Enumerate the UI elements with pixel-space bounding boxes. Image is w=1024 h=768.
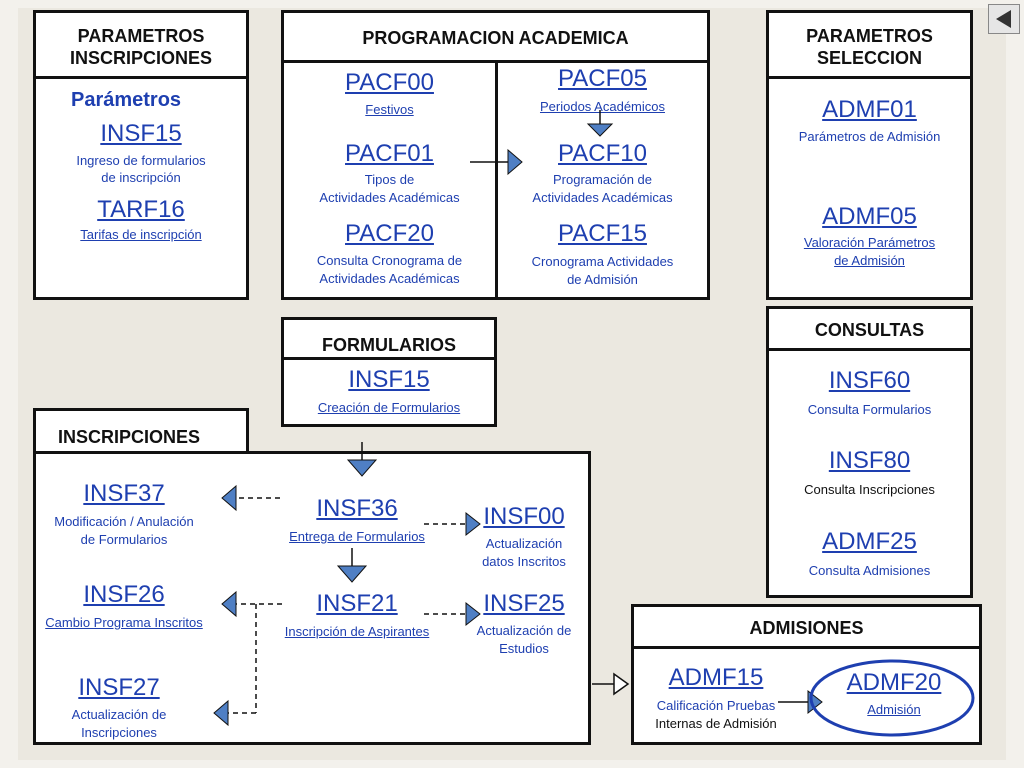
pacf05-link[interactable]: PACF05 (558, 65, 647, 92)
admf01-link[interactable]: ADMF01 (822, 96, 917, 123)
programacion-divider (495, 61, 498, 297)
pacf10-link[interactable]: PACF10 (558, 140, 647, 167)
parametros-seleccion-title: PARAMETROS SELECCION (769, 13, 970, 79)
insf37-desc-1: Modificación / Anulación (54, 514, 194, 529)
admf20-desc: Admisión (867, 702, 921, 717)
insf80-desc: Consulta Inscripciones (804, 482, 935, 497)
insf15-desc-2: de inscripción (101, 170, 181, 185)
insf36-to-insf21-arrow (336, 565, 368, 583)
insf25-desc-1: Actualización de (476, 623, 572, 638)
formularios-to-insf36-arrow (346, 459, 378, 477)
tarf16-desc: Tarifas de inscripción (80, 227, 202, 242)
pacf05-to-pacf10-arrow (586, 123, 614, 137)
admf20-highlight-ellipse (809, 659, 975, 737)
insf36-link[interactable]: INSF36 (316, 495, 398, 522)
insf37-desc-2: de Formularios (80, 532, 168, 547)
pacf00-desc: Festivos (365, 102, 414, 117)
admf20-link[interactable]: ADMF20 (846, 669, 942, 696)
pacf20-desc-2: Actividades Académicas (319, 271, 460, 286)
pacf01-desc-2: Actividades Académicas (319, 190, 460, 205)
pacf10-desc-2: Actividades Académicas (532, 190, 673, 205)
parametros-inscripciones-box: PARAMETROS INSCRIPCIONES Parámetros INSF… (33, 10, 249, 300)
back-button[interactable] (988, 4, 1020, 34)
insf00-desc-1: Actualización (485, 536, 563, 551)
admisiones-title: ADMISIONES (634, 607, 979, 649)
pacf20-link[interactable]: PACF20 (345, 220, 434, 247)
insf80-link[interactable]: INSF80 (828, 447, 911, 474)
insf27-link[interactable]: INSF27 (78, 674, 160, 701)
consultas-title: CONSULTAS (769, 309, 970, 351)
insf15-desc-1: Ingreso de formularios (76, 153, 206, 168)
insf00-link[interactable]: INSF00 (483, 503, 565, 530)
pacf01-to-pacf10-arrow (507, 148, 523, 176)
insf15-link[interactable]: INSF15 (100, 120, 182, 147)
insf37-link[interactable]: INSF37 (83, 480, 165, 507)
pacf01-link[interactable]: PACF01 (345, 140, 434, 167)
pacf01-desc-1: Tipos de (364, 172, 415, 187)
admf15-link[interactable]: ADMF15 (668, 664, 764, 691)
pacf15-desc-1: Cronograma Actividades (531, 254, 674, 269)
parametros-seleccion-box: PARAMETROS SELECCION ADMF01 Parámetros d… (766, 10, 973, 300)
insf00-desc-2: datos Inscritos (482, 554, 566, 569)
insf21-to-insf27-arrow (213, 699, 229, 727)
admf15-desc-1: Calificación Pruebas (656, 698, 776, 713)
admf25-link[interactable]: ADMF25 (822, 528, 917, 555)
pacf15-desc-2: de Admisión (567, 272, 638, 287)
admf15-desc-2: Internas de Admisión (655, 716, 777, 731)
insf60-link[interactable]: INSF60 (828, 367, 911, 394)
admf05-desc-1: Valoración Parámetros (803, 235, 936, 250)
insf27-desc-2: Inscripciones (81, 725, 157, 740)
insf21-to-insf26-arrow (221, 590, 237, 618)
insf25-link[interactable]: INSF25 (483, 590, 565, 617)
tarf16-link[interactable]: TARF16 (97, 196, 185, 223)
insf27-desc-1: Actualización de (71, 707, 167, 722)
insf15-formularios-link[interactable]: INSF15 (348, 366, 430, 393)
insf60-desc: Consulta Formularios (807, 402, 932, 417)
insf21-link[interactable]: INSF21 (316, 590, 398, 617)
insf36-desc: Entrega de Formularios (289, 529, 425, 544)
consultas-box: CONSULTAS INSF60 Consulta Formularios IN… (766, 306, 973, 598)
inscripciones-to-admisiones-arrow (613, 672, 630, 696)
insf26-link[interactable]: INSF26 (83, 581, 165, 608)
insf15-formularios-desc: Creación de Formularios (317, 400, 461, 415)
insf21-desc: Inscripción de Aspirantes (284, 624, 430, 639)
admf05-link[interactable]: ADMF05 (822, 203, 917, 230)
pacf20-desc-1: Consulta Cronograma de (316, 253, 463, 268)
insf21-to-insf25-arrow (465, 601, 481, 627)
back-arrow-icon (996, 10, 1011, 28)
pacf05-desc: Periodos Académicos (539, 99, 665, 114)
admf01-desc: Parámetros de Admisión (798, 129, 941, 144)
pacf15-link[interactable]: PACF15 (558, 220, 647, 247)
formularios-box: FORMULARIOS INSF15 Creación de Formulari… (281, 317, 497, 427)
inscripciones-box: INSF37 Modificación / Anulación de Formu… (33, 451, 591, 745)
insf36-to-insf00-arrow (465, 511, 481, 537)
insf26-desc: Cambio Programa Inscritos (45, 615, 203, 630)
pacf00-link[interactable]: PACF00 (345, 69, 434, 96)
pacf10-desc-1: Programación de (553, 172, 652, 187)
inscripciones-tab: INSCRIPCIONES (33, 408, 249, 454)
admf05-desc-2: de Admisión (834, 253, 905, 268)
insf36-to-insf37-arrow (221, 484, 237, 512)
admf25-desc: Consulta Admisiones (808, 563, 931, 578)
admisiones-box: ADMISIONES ADMF15 Calificación Pruebas I… (631, 604, 982, 745)
formularios-title: FORMULARIOS (284, 320, 494, 360)
parametros-inscripciones-title: PARAMETROS INSCRIPCIONES (36, 13, 246, 79)
insf25-desc-2: Estudios (499, 641, 549, 656)
programacion-academica-box: PROGRAMACION ACADEMICA PACF00 Festivos P… (281, 10, 710, 300)
parametros-label: Parámetros (71, 89, 182, 111)
inscripciones-title: INSCRIPCIONES (58, 427, 201, 447)
